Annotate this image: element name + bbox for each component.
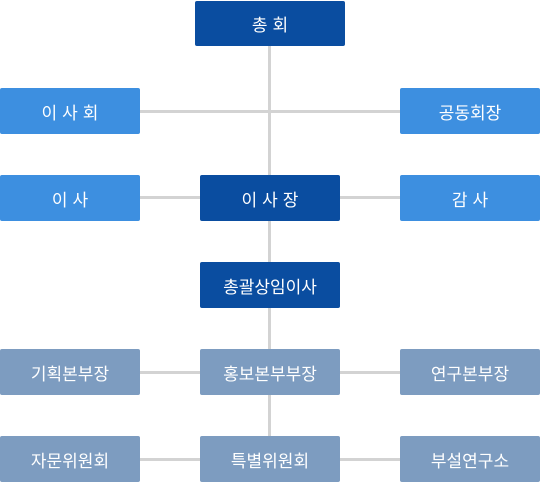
connector-vertical-main bbox=[268, 46, 271, 458]
box-planning-director: 기획본부장 bbox=[0, 349, 140, 395]
box-advisory-committee: 자문위원회 bbox=[0, 436, 140, 482]
box-affiliated-institute: 부설연구소 bbox=[400, 436, 540, 482]
box-pr-director: 홍보본부부장 bbox=[200, 349, 340, 395]
box-directors: 이사 bbox=[0, 175, 140, 221]
connector-board-row bbox=[140, 110, 400, 113]
box-auditor: 감사 bbox=[400, 175, 540, 221]
box-special-committee: 특별위원회 bbox=[200, 436, 340, 482]
box-chairman: 이사장 bbox=[200, 175, 340, 221]
box-board-of-directors: 이사회 bbox=[0, 88, 140, 134]
box-co-chairs: 공동회장 bbox=[400, 88, 540, 134]
box-general-executive-director: 총괄상임이사 bbox=[200, 262, 340, 308]
box-general-assembly: 총회 bbox=[195, 1, 345, 46]
box-research-director: 연구본부장 bbox=[400, 349, 540, 395]
